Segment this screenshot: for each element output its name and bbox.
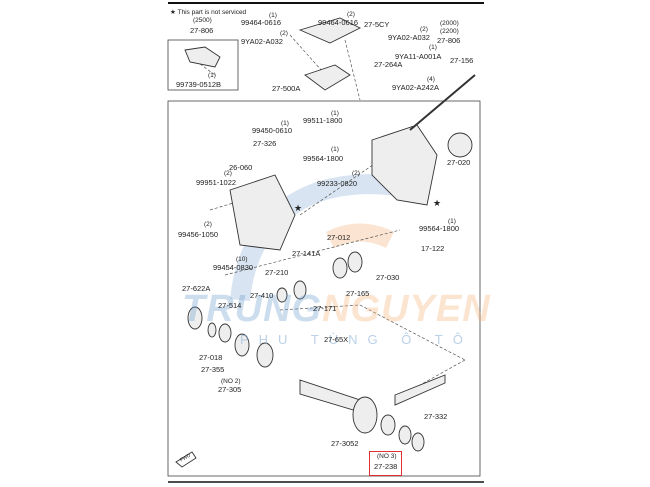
not-serviced-note: ★ This part is not serviced xyxy=(170,8,246,16)
part-label[interactable]: 27-806 xyxy=(437,36,461,45)
part-label[interactable]: 99739-0512B xyxy=(176,80,222,89)
part-label[interactable]: 27-5CY xyxy=(364,20,390,29)
ring-27-355 xyxy=(234,333,250,357)
part-label[interactable]: 99951-1022 xyxy=(196,178,237,187)
qty-label: (10) xyxy=(236,256,248,263)
ring-27-018 xyxy=(207,322,217,338)
bearing-27-305 xyxy=(256,342,274,368)
part-label[interactable]: 27-012 xyxy=(327,233,351,242)
qty-label: (NO 2) xyxy=(221,378,241,385)
qty-label: (4) xyxy=(427,76,435,83)
ring-27-410 xyxy=(276,287,288,303)
part-label[interactable]: 27-020 xyxy=(447,158,471,167)
part-label[interactable]: 99233-0820 xyxy=(317,179,358,188)
parts xyxy=(175,17,476,468)
part-label[interactable]: 27-165 xyxy=(346,289,370,298)
seal-27-238 xyxy=(411,432,425,452)
assembly-box-27-500a xyxy=(167,100,481,477)
flange-27-020 xyxy=(447,132,473,158)
qty-label: (2) xyxy=(280,30,288,37)
star-icon: ★ xyxy=(433,198,442,208)
part-label[interactable]: 99511-1800 xyxy=(303,116,343,125)
part-label[interactable]: 27-806 xyxy=(190,26,214,35)
qty-label: (NO 3) xyxy=(377,453,397,460)
qty-label: (2500) xyxy=(193,17,212,24)
bearing-27-3052 xyxy=(380,414,396,436)
part-label[interactable]: 27-156 xyxy=(450,56,474,65)
part-label[interactable]: 9YA02-A032 xyxy=(388,33,430,42)
watermark-brand-part1: TRUNG xyxy=(182,288,323,330)
qty-label: (2) xyxy=(352,170,360,177)
star-icon: ★ xyxy=(294,203,303,213)
part-label[interactable]: 99464-0616 xyxy=(318,18,359,27)
part-label[interactable]: 26-060 xyxy=(229,163,253,172)
bracket-27-806-left xyxy=(184,46,221,68)
bracket-27-5cy xyxy=(298,17,362,44)
qty-label: (2) xyxy=(204,221,212,228)
part-label[interactable]: 27-305 xyxy=(218,385,242,394)
part-label[interactable]: 99564-1800 xyxy=(419,224,460,233)
part-label[interactable]: 27-264A xyxy=(374,60,403,69)
part-label[interactable]: 27-210 xyxy=(265,268,289,277)
housing-cover xyxy=(229,174,296,251)
part-label[interactable]: 9YA11-A001A xyxy=(395,52,442,61)
qty-label: (1) xyxy=(331,146,339,153)
part-label[interactable]: 27-622A xyxy=(182,284,211,293)
star-icon: ★ xyxy=(170,9,176,16)
qty-label: (1) xyxy=(208,72,216,79)
part-label[interactable]: 27-141A xyxy=(292,249,321,258)
part-label[interactable]: 9YA02-A242A xyxy=(392,83,439,92)
part-label[interactable]: 99464-0616 xyxy=(241,18,282,27)
part-label[interactable]: 27-171 xyxy=(313,304,337,313)
ring-27-332 xyxy=(398,425,412,445)
part-label[interactable]: 27-332 xyxy=(424,412,448,421)
shift-rod-27-156 xyxy=(409,74,476,131)
qty-label: (1) xyxy=(429,44,437,51)
qty-label: (1) xyxy=(281,120,289,127)
highlight-box-27-238 xyxy=(369,451,402,476)
part-label[interactable]: 27-500A xyxy=(272,84,301,93)
watermark-logo-accent xyxy=(325,223,395,249)
part-label[interactable]: 17-122 xyxy=(421,244,445,253)
qty-label: (2200) xyxy=(440,28,459,35)
inset-box-2500 xyxy=(167,39,239,91)
part-label[interactable]: 9YA02-A032 xyxy=(241,37,283,46)
qty-label: (1) xyxy=(331,110,339,117)
qty-label: (2) xyxy=(420,26,428,33)
part-label[interactable]: 27-410 xyxy=(250,291,274,300)
watermark-tagline: PHU TÙNG Ô TÔ xyxy=(240,332,473,347)
part-label[interactable]: 27-355 xyxy=(201,365,225,374)
qty-label: (1) xyxy=(448,218,456,225)
shaft-27-65x xyxy=(299,379,361,413)
part-label[interactable]: 27-030 xyxy=(376,273,400,282)
qty-label: (2) xyxy=(224,170,232,177)
part-label[interactable]: 27-514 xyxy=(218,301,242,310)
part-label[interactable]: 99454-0830 xyxy=(213,263,254,272)
qty-label: (2) xyxy=(347,11,355,18)
part-label[interactable]: 99456-1050 xyxy=(178,230,219,239)
bearing-27-165 xyxy=(347,251,363,273)
bearing-27-210 xyxy=(293,280,307,300)
bracket-27-806-right xyxy=(304,64,351,91)
ring-gear xyxy=(352,396,378,434)
seal-27-622a xyxy=(187,306,203,330)
part-label[interactable]: 27-3052 xyxy=(331,439,359,448)
ring-27-514 xyxy=(218,323,232,343)
pinion-shaft xyxy=(394,374,446,406)
bearing-27-141a xyxy=(332,257,348,279)
part-label-highlighted[interactable]: 27-238 xyxy=(374,462,398,471)
watermark-brand-part2: NGUYEN xyxy=(322,288,491,330)
part-label[interactable]: 27-326 xyxy=(253,139,277,148)
part-label[interactable]: 27-65X xyxy=(324,335,349,344)
part-label[interactable]: 27-018 xyxy=(199,353,223,362)
fwd-arrow-icon xyxy=(175,451,197,468)
part-label[interactable]: 99450-0610 xyxy=(252,126,293,135)
part-label[interactable]: 99564-1800 xyxy=(303,154,344,163)
qty-label: (2000) xyxy=(440,20,459,27)
watermark-brand: TRUNGNGUYEN xyxy=(182,288,491,331)
qty-label: (1) xyxy=(269,12,277,19)
note-text: This part is not serviced xyxy=(177,9,247,16)
